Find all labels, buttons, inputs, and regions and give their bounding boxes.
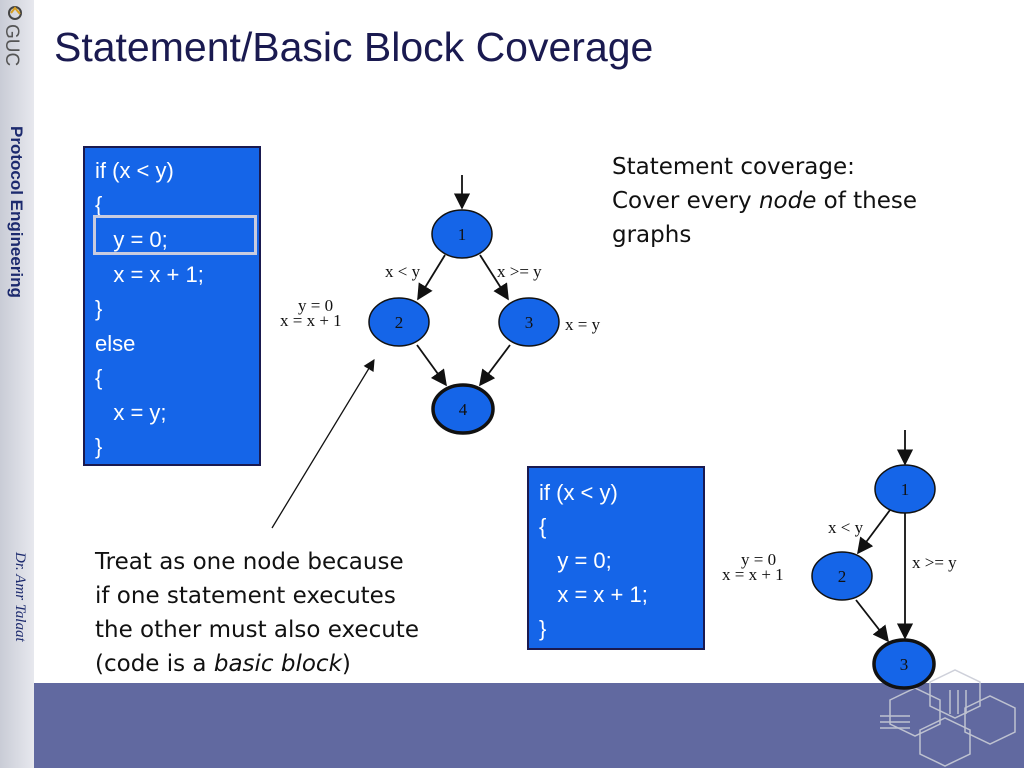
code-line: y = 0;	[95, 227, 168, 252]
g2-node-2: 2	[811, 551, 873, 601]
guc-logo: GUC	[2, 6, 22, 66]
g1-node2-label-bottom: x = x + 1	[280, 311, 342, 330]
g2-node-1: 1	[874, 464, 936, 514]
g1-edge-1-3	[479, 254, 509, 301]
logo-text: GUC	[2, 24, 22, 66]
coverage-note-text: Cover every	[612, 188, 759, 214]
coverage-note-line: Cover every node of these	[612, 184, 917, 218]
g1-edge-2-4	[416, 344, 447, 387]
code-line: y = 0;	[539, 548, 612, 573]
basic-block-note-text: (code is a	[95, 651, 214, 677]
code-line: }	[539, 616, 547, 641]
g2-edge-label-right: x >= y	[912, 553, 957, 572]
basic-block-note: Treat as one node because if one stateme…	[95, 545, 419, 681]
svg-text:2: 2	[838, 567, 847, 586]
code-line: x = x + 1;	[95, 262, 204, 287]
g2-edge-2-3	[855, 599, 889, 643]
g1-node-4: 4	[431, 383, 495, 435]
code-line: {	[95, 192, 103, 217]
code-block-basic: if (x < y) { y = 0; x = x + 1; }	[527, 466, 705, 650]
g1-node3-label: x = y	[565, 315, 601, 334]
svg-text:2: 2	[395, 313, 404, 332]
g1-node-2: 2	[368, 297, 430, 347]
coverage-note-emphasis: node	[758, 188, 817, 214]
coverage-note-line: graphs	[612, 222, 692, 248]
g1-edge-label-right: x >= y	[497, 262, 542, 281]
basic-block-note-text: )	[341, 651, 351, 677]
basic-block-note-emphasis: basic block	[213, 651, 342, 677]
footer-band	[34, 683, 1024, 768]
g2-node2-label-top: y = 0	[741, 550, 776, 569]
coverage-note-text: of these	[816, 188, 918, 214]
coverage-note: Statement coverage: Cover every node of …	[612, 150, 917, 252]
svg-text:1: 1	[458, 225, 467, 244]
basic-block-note-line: Treat as one node because	[95, 549, 404, 575]
g1-edge-label-left: x < y	[385, 262, 421, 281]
code-block-full: if (x < y) { y = 0; x = x + 1; } else { …	[83, 146, 261, 466]
g2-edge-label-left: x < y	[828, 518, 864, 537]
code-line: {	[539, 514, 547, 539]
code-line: else	[95, 331, 136, 356]
svg-text:3: 3	[900, 655, 909, 674]
logo-emblem-mark	[10, 6, 21, 15]
code-line: }	[95, 296, 103, 321]
basic-block-note-line: the other must also execute	[95, 617, 419, 643]
code-line: if (x < y)	[95, 158, 174, 183]
g1-edge-1-2	[417, 254, 446, 301]
basic-block-note-line: (code is a basic block)	[95, 647, 419, 681]
g1-edge-3-4	[479, 344, 511, 387]
code-line: if (x < y)	[539, 480, 618, 505]
slide-title: Statement/Basic Block Coverage	[54, 24, 654, 70]
g2-edge-1-2	[857, 509, 891, 555]
code-line: x = y;	[95, 400, 167, 425]
annotation-pointer-line	[271, 358, 375, 529]
g1-node-1: 1	[431, 209, 493, 259]
svg-text:4: 4	[459, 400, 468, 419]
code-line: x = x + 1;	[539, 582, 648, 607]
sidebar: GUC Protocol Engineering Dr. Amr Talaat	[0, 0, 34, 768]
g2-node2-label-bottom: x = x + 1	[722, 565, 784, 584]
code-line: {	[95, 365, 103, 390]
coverage-note-line: Statement coverage:	[612, 154, 855, 180]
g2-node-3: 3	[872, 638, 936, 690]
g1-node2-label-top: y = 0	[298, 296, 333, 315]
highlighted-statement-box	[93, 215, 257, 255]
svg-text:3: 3	[525, 313, 534, 332]
svg-text:1: 1	[901, 480, 910, 499]
g1-node-3: 3	[498, 297, 560, 347]
code-line: }	[95, 434, 103, 459]
basic-block-note-line: if one statement executes	[95, 583, 396, 609]
